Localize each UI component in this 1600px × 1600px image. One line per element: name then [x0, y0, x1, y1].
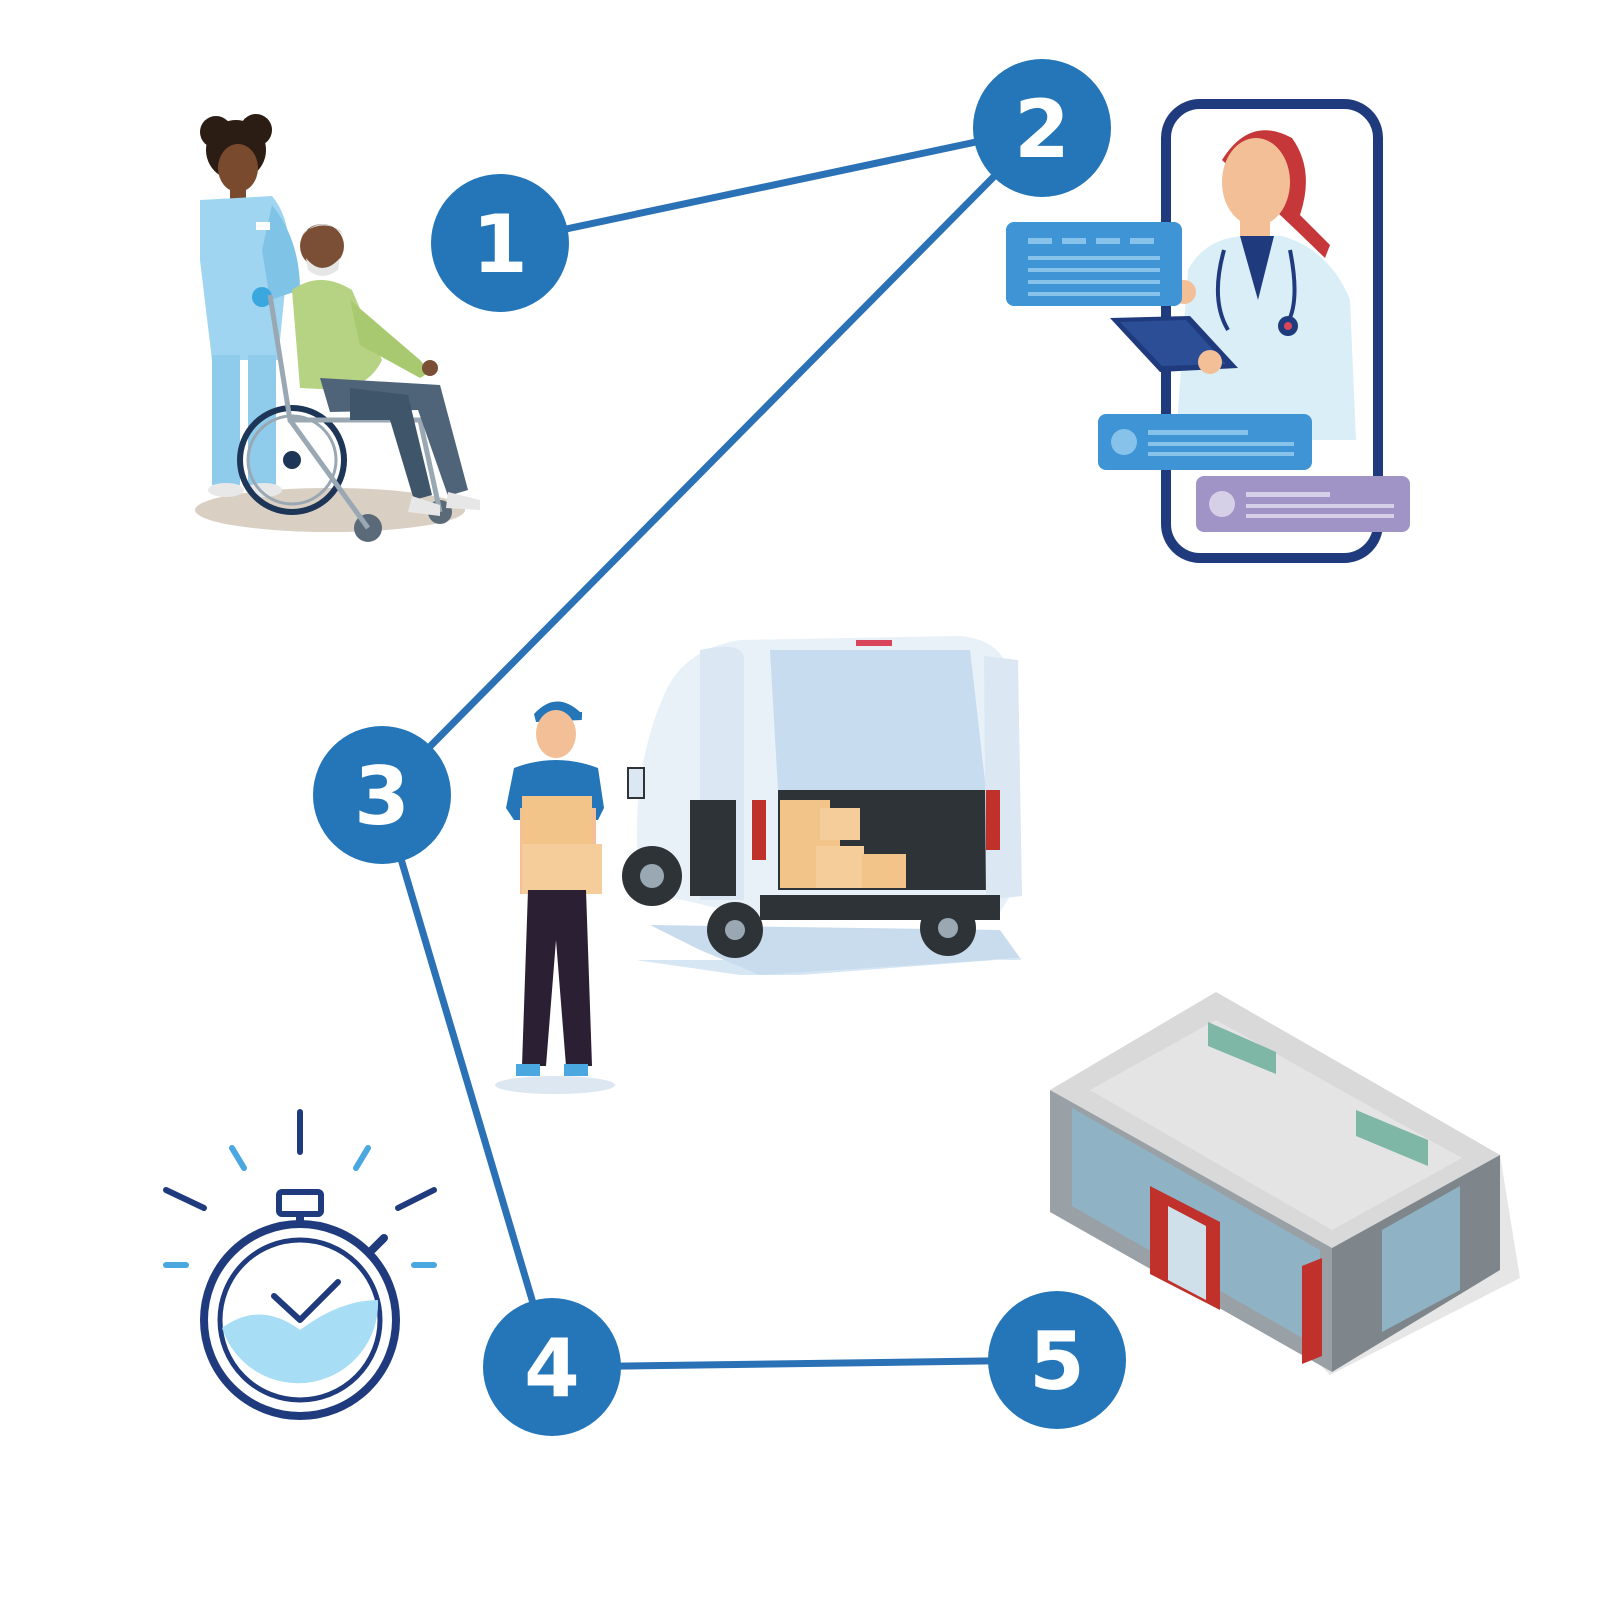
connector-1-2 — [496, 124, 1046, 247]
step-number: 2 — [1014, 83, 1070, 176]
delivery-van-illustration — [495, 636, 1022, 1094]
step-marker-2: 2 — [973, 59, 1111, 197]
step-circle — [988, 1291, 1126, 1429]
connector-4-5 — [548, 1356, 1061, 1371]
telehealth-phone-illustration — [1006, 99, 1410, 563]
step-number: 5 — [1029, 1315, 1085, 1408]
chat-bubble-bottom — [1196, 476, 1410, 532]
stopwatch-illustration — [163, 1109, 437, 1420]
pharmacy-building-illustration — [1050, 992, 1520, 1375]
chat-bubble-top — [1006, 222, 1182, 306]
step-number: 1 — [472, 198, 528, 291]
connector-3-4 — [378, 791, 556, 1371]
step-circle — [973, 59, 1111, 197]
step-marker-3: 3 — [313, 726, 451, 864]
step-circle — [431, 174, 569, 312]
step-number: 3 — [354, 750, 410, 843]
step-circle — [483, 1298, 621, 1436]
connector-lines — [378, 124, 1061, 1371]
caregiver-wheelchair-illustration — [195, 114, 480, 542]
connector-2-3 — [378, 124, 1046, 799]
step-circle — [313, 726, 451, 864]
step-marker-1: 1 — [431, 174, 569, 312]
chat-bubble-middle — [1098, 414, 1312, 470]
step-marker-5: 5 — [988, 1291, 1126, 1429]
step-marker-4: 4 — [483, 1298, 621, 1436]
step-number: 4 — [524, 1322, 580, 1415]
